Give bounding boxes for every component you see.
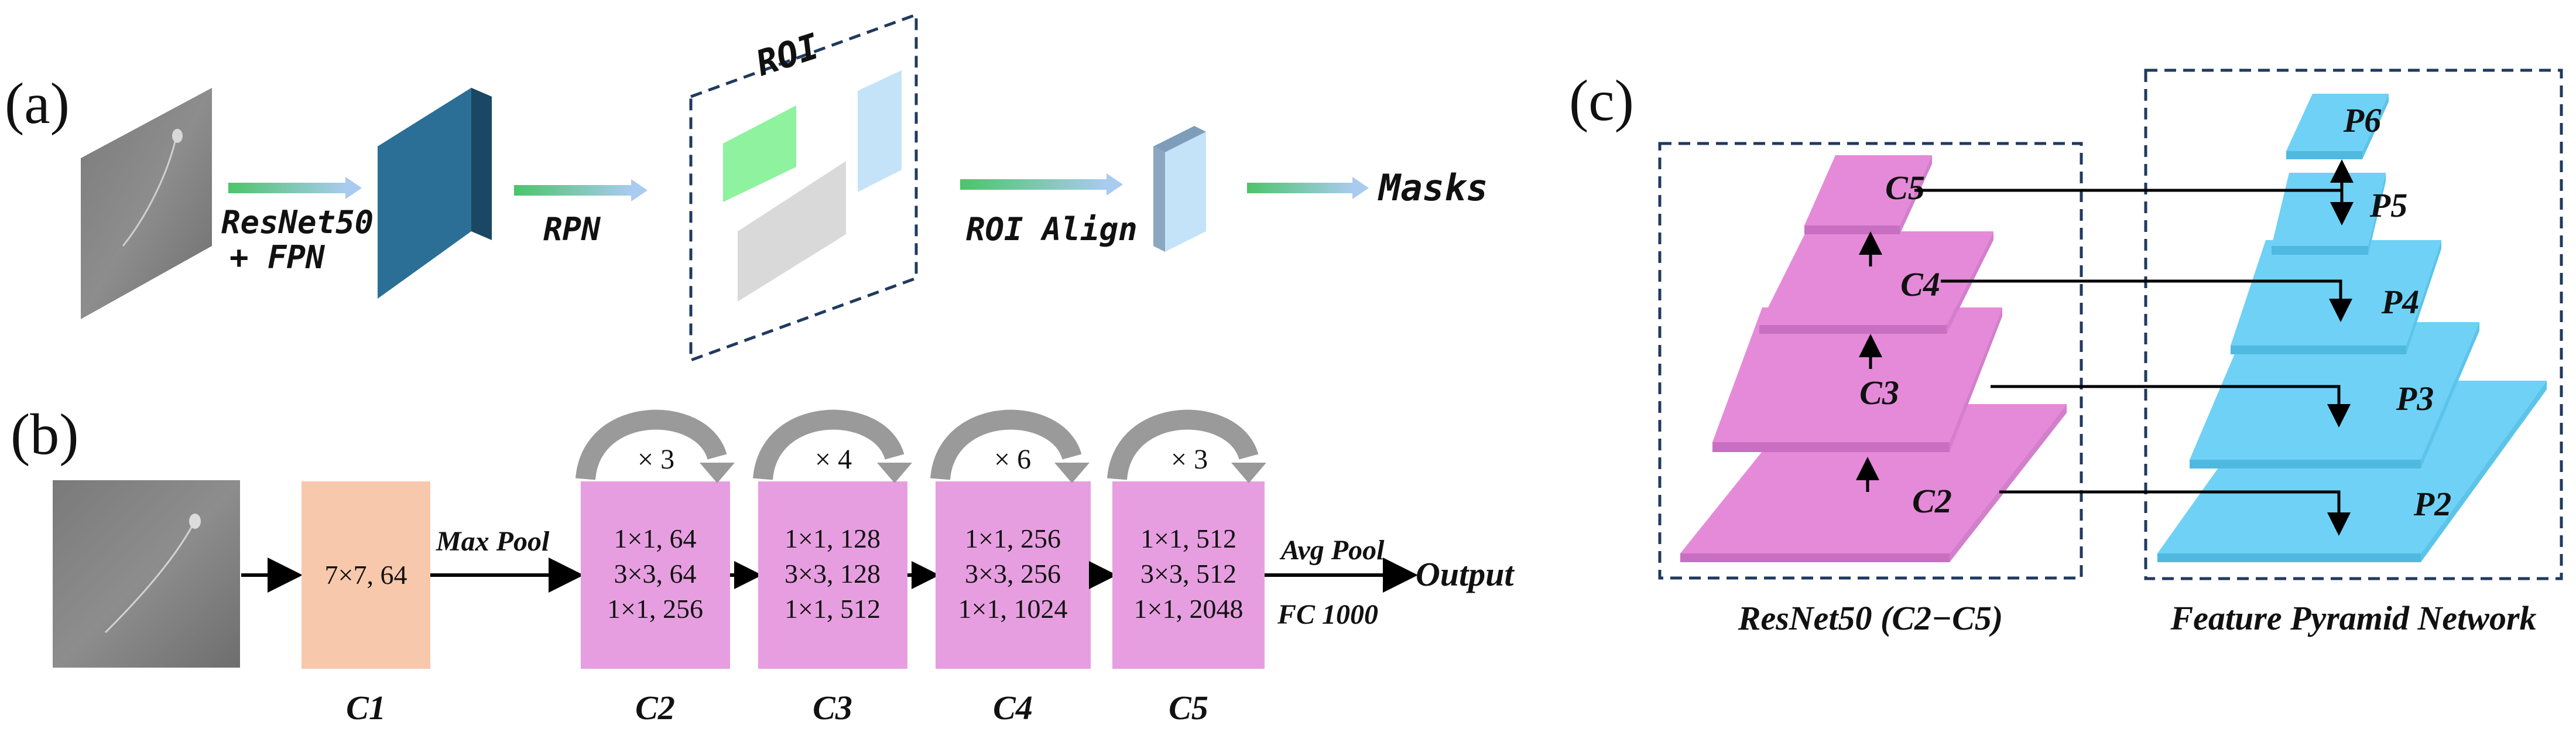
c3-repeat-arrowhead bbox=[877, 463, 912, 483]
resnet-label-c3: C3 bbox=[1859, 374, 1899, 412]
resnet-frame bbox=[1658, 142, 2083, 580]
panel-label-a: (a) bbox=[5, 71, 70, 136]
sperm-image-a bbox=[81, 88, 212, 319]
c2-row-1: 1×1, 64 bbox=[614, 524, 697, 553]
c3-box bbox=[758, 481, 907, 669]
roi-label: ROI bbox=[751, 26, 824, 84]
c5-repeat-arrowhead bbox=[1231, 463, 1266, 483]
fpn-caption: Feature Pyramid Network bbox=[2170, 599, 2536, 637]
panel-label-c: (c) bbox=[1569, 68, 1634, 133]
c3-repeat-arrow bbox=[753, 409, 905, 481]
stage-name-c3: C3 bbox=[813, 689, 852, 727]
flow-arrow-4 bbox=[1247, 177, 1369, 199]
c4-row-3: 1×1, 1024 bbox=[958, 594, 1068, 624]
c2-repeat-arrow bbox=[576, 409, 727, 481]
backbone-label-line1: ResNet50 bbox=[221, 204, 374, 241]
stage-name-c4: C4 bbox=[993, 689, 1033, 727]
c1-box bbox=[302, 481, 430, 669]
resnet-caption: ResNet50 (C2−C5) bbox=[1738, 599, 2003, 637]
fpn-level-p6 bbox=[2286, 94, 2389, 159]
stage-name-c1: C1 bbox=[346, 689, 386, 727]
resnet-label-c5: C5 bbox=[1885, 169, 1925, 207]
c3-repeat-label: × 4 bbox=[815, 444, 852, 475]
c2-row-3: 1×1, 256 bbox=[607, 594, 703, 624]
sperm-image-b bbox=[53, 480, 240, 668]
fpn-label-p2: P2 bbox=[2413, 485, 2451, 523]
backbone-label-line2: + FPN bbox=[229, 239, 326, 276]
c5-row-2: 3×3, 512 bbox=[1140, 559, 1236, 589]
resnet-label-c2: C2 bbox=[1912, 482, 1952, 520]
fpn-level-p3 bbox=[2190, 322, 2479, 469]
c4-repeat-label: × 6 bbox=[994, 444, 1031, 475]
c4-box bbox=[936, 481, 1091, 669]
max-pool-label: Max Pool bbox=[436, 526, 550, 557]
feature-map-block bbox=[378, 88, 492, 299]
c5-row-1: 1×1, 512 bbox=[1140, 524, 1236, 553]
c2-repeat-label: × 3 bbox=[638, 444, 674, 475]
stage-name-c5: C5 bbox=[1169, 689, 1208, 727]
flow-arrow-3 bbox=[960, 173, 1123, 196]
c5-row-3: 1×1, 2048 bbox=[1134, 594, 1244, 624]
masks-label: Masks bbox=[1378, 166, 1488, 209]
c5-repeat-label: × 3 bbox=[1171, 444, 1208, 475]
fpn-label-p4: P4 bbox=[2381, 283, 2419, 321]
c4-row-2: 3×3, 256 bbox=[965, 559, 1061, 589]
fpn-level-p4 bbox=[2231, 240, 2441, 354]
roi-align-block bbox=[1153, 126, 1206, 252]
c5-box bbox=[1112, 481, 1265, 669]
panel-label-b: (b) bbox=[11, 402, 79, 467]
c2-row-2: 3×3, 64 bbox=[614, 559, 697, 589]
fpn-frame bbox=[2144, 69, 2563, 580]
lateral-arrow-c4-p4 bbox=[1941, 279, 2352, 322]
roi-plane bbox=[689, 12, 918, 363]
fpn-level-p5 bbox=[2272, 173, 2386, 255]
rpn-label: RPN bbox=[543, 211, 601, 248]
stage-c5: 1×1, 512 3×3, 512 1×1, 2048 × 3 bbox=[1107, 409, 1266, 669]
c2-repeat-arrowhead bbox=[700, 463, 735, 483]
resnet-level-c3 bbox=[1712, 307, 2002, 452]
stage-c3: 1×1, 128 3×3, 128 1×1, 512 × 4 bbox=[753, 409, 912, 669]
stage-c4: 1×1, 256 3×3, 256 1×1, 1024 × 6 bbox=[930, 409, 1091, 669]
c5-repeat-arrow bbox=[1107, 409, 1259, 481]
stage-c2: 1×1, 64 3×3, 64 1×1, 256 × 3 bbox=[576, 409, 735, 669]
c1-box-text: 7×7, 64 bbox=[325, 560, 407, 590]
flow-arrow-2 bbox=[514, 179, 648, 201]
lateral-arrow-c5-p5 bbox=[1914, 189, 2354, 225]
stage-name-c2: C2 bbox=[635, 689, 675, 727]
c4-row-1: 1×1, 256 bbox=[965, 524, 1061, 553]
c4-repeat-arrow bbox=[930, 409, 1082, 481]
roi-align-label: ROI Align bbox=[966, 211, 1138, 248]
resnet-label-c4: C4 bbox=[1900, 265, 1940, 303]
avg-pool-label: Avg Pool bbox=[1279, 535, 1385, 566]
c3-row-3: 1×1, 512 bbox=[785, 594, 881, 624]
fpn-label-p5: P5 bbox=[2369, 186, 2407, 224]
fc-label: FC 1000 bbox=[1277, 599, 1378, 630]
c4-repeat-arrowhead bbox=[1054, 463, 1090, 483]
c3-row-1: 1×1, 128 bbox=[785, 524, 881, 553]
fpn-label-p3: P3 bbox=[2396, 379, 2434, 418]
c2-box bbox=[581, 481, 730, 669]
flow-arrow-1 bbox=[228, 177, 362, 199]
lateral-arrow-c3-p3 bbox=[1991, 385, 2351, 428]
fpn-label-p6: P6 bbox=[2343, 101, 2381, 139]
output-label: Output bbox=[1416, 555, 1515, 593]
c3-row-2: 3×3, 128 bbox=[785, 559, 881, 589]
lateral-arrow-c2-p2 bbox=[1999, 490, 2351, 536]
